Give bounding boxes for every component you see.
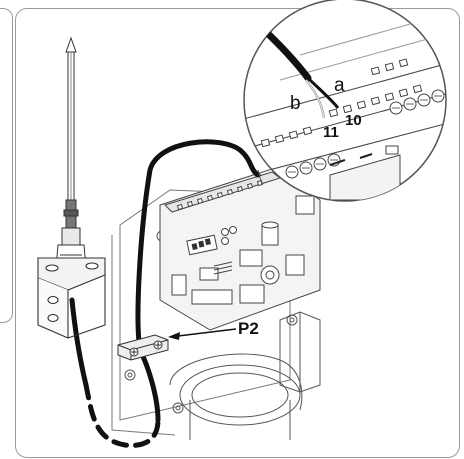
p2-callout: P2: [168, 319, 259, 340]
cable-solid-up: [135, 139, 261, 423]
antenna: [55, 36, 87, 269]
p2-cable-clamp: [117, 334, 169, 361]
circuit-board: [159, 167, 321, 331]
antenna-cable: [69, 139, 261, 448]
antenna-tip: [65, 36, 77, 53]
label-terminal-10: 10: [345, 112, 362, 129]
mounting-bracket: [37, 257, 106, 339]
label-a: a: [334, 75, 345, 96]
control-unit: [111, 189, 321, 440]
wire-a: [306, 76, 340, 109]
label-p2: P2: [238, 319, 259, 338]
magnifier-leader: [257, 169, 263, 186]
cable-dashed-run: [83, 382, 161, 448]
cable-solid-lower: [69, 297, 89, 388]
label-terminal-11: 11: [323, 124, 339, 141]
label-b: b: [290, 93, 301, 114]
magnifier-detail: a b 10 11: [243, 0, 447, 202]
